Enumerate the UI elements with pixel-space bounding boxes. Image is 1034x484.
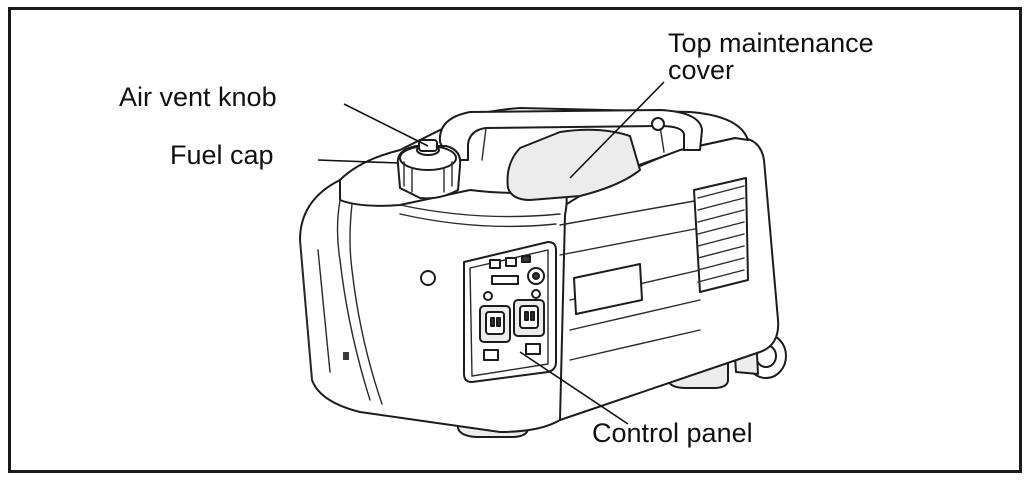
label-top-maintenance-cover-line2: cover [668, 55, 735, 85]
label-control-panel: Control panel [592, 418, 753, 448]
control-panel [463, 241, 557, 383]
label-air-vent-knob: Air vent knob [119, 82, 277, 112]
label-fuel-cap: Fuel cap [170, 140, 274, 170]
label-top-maintenance-cover-line1: Top maintenance [668, 28, 874, 58]
label-top-maintenance-cover: Top maintenance cover [668, 30, 874, 84]
leader-lines [317, 81, 665, 425]
leader-control-panel [519, 351, 629, 425]
leader-air-vent-knob [343, 103, 429, 147]
leader-fuel-cap [317, 159, 399, 164]
leader-top-maintenance-cover [569, 81, 665, 179]
side-vent-grille [693, 177, 749, 293]
